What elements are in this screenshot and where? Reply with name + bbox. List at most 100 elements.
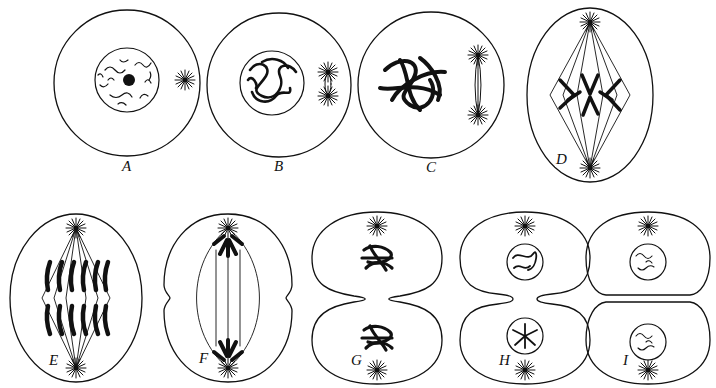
metaphase-cell-part: [606, 80, 620, 110]
anaphase-cell-part: [71, 306, 74, 334]
metaphase-cell-part: [590, 22, 617, 168]
late-anaphase-cell-part: [164, 214, 292, 382]
anaphase-cell-part: [42, 228, 76, 368]
anaphase-cell-part: [83, 262, 86, 290]
prophase-cell-part: [207, 13, 351, 157]
resting-cell-part: [100, 84, 108, 87]
anaphase-cell-part: [76, 228, 98, 368]
metaphase-cell-part: [550, 22, 590, 168]
resting-cell-part: [118, 103, 126, 105]
late-prophase-cell-part: [358, 12, 504, 158]
resting-cell-part: [105, 67, 125, 73]
anaphase-cell-part: [59, 306, 62, 334]
metaphase-cell-part: [527, 8, 653, 182]
anaphase-cell-part: [42, 228, 110, 368]
aster: [318, 62, 338, 82]
telophase-cell-part: [362, 336, 392, 339]
telophase-cell-part: [525, 336, 535, 345]
aster: [580, 12, 600, 32]
metaphase-cell-part: [550, 22, 630, 168]
resting-cell-part: [98, 60, 151, 105]
resting-cell-part: [98, 74, 103, 77]
resting-cell-part: [149, 72, 151, 80]
aster: [218, 218, 238, 238]
metaphase-cell-part: [560, 75, 620, 115]
resting-cell-part: [135, 63, 151, 68]
aster: [515, 360, 535, 380]
resting-cell-part: [108, 78, 114, 80]
daughter-cells-part: [586, 302, 710, 384]
figure-letter: I: [622, 352, 629, 368]
telophase-cell-part: [524, 324, 526, 336]
anaphase-cell-part: [105, 306, 108, 334]
anaphase-cell-part: [76, 228, 110, 368]
anaphase-cell-part: [59, 262, 62, 290]
late-anaphase-cell-part: [220, 240, 227, 254]
late-anaphase-cell-part: [228, 228, 260, 368]
late-anaphase-cell-part: [220, 342, 227, 356]
telophase-cell-part: [460, 212, 590, 384]
figure-letter: C: [425, 159, 437, 175]
aster: [318, 86, 338, 106]
anaphase-cell-part: [47, 306, 50, 334]
metaphase-cell-part: [600, 92, 612, 100]
anaphase-cell-part: [66, 228, 76, 368]
anaphase-cell-part: [54, 228, 76, 368]
figure-letter: G: [350, 352, 363, 368]
late-prophase-cell-part: [400, 60, 420, 110]
telophase-cell-part: [513, 252, 536, 270]
anaphase-cell-part: [105, 262, 108, 290]
metaphase-cell-part: [560, 80, 574, 108]
late-anaphase-cell: [164, 214, 292, 382]
late-anaphase-cell-part: [232, 236, 242, 244]
resting-cell-part: [95, 48, 159, 112]
prophase-cell-part: [248, 78, 256, 88]
aster: [367, 360, 387, 380]
late-anaphase-cell-part: [197, 228, 229, 368]
daughter-cells: [586, 212, 710, 384]
telophase-cell-part: [507, 244, 543, 280]
late-prophase-cell-part: [380, 87, 440, 95]
telophase-cell-part: [513, 330, 525, 336]
late-prophase-cell-part: [420, 58, 440, 100]
figure-letter: E: [48, 352, 59, 368]
anaphase-cell-part: [83, 306, 86, 334]
metaphase-cell-part: [582, 75, 598, 94]
prophase-cell-part: [248, 59, 296, 101]
aster: [175, 70, 195, 90]
metaphase-cell-part: [590, 22, 630, 168]
resting-cell-part: [110, 93, 132, 98]
figure-letter: H: [498, 352, 511, 368]
metaphase-cell-part: [583, 97, 598, 115]
figure-letter: D: [555, 151, 568, 167]
telophase-cell-part: [515, 336, 525, 345]
anaphase-cell-part: [95, 306, 98, 334]
resting-cell-part: [140, 94, 148, 98]
prophase-cell-part: [262, 59, 288, 68]
figure-letter: B: [273, 158, 284, 174]
daughter-cells-part: [630, 324, 666, 360]
anaphase-cell: [10, 214, 142, 382]
resting-cell-part: [123, 74, 135, 86]
anaphase-cell-part: [71, 262, 74, 290]
anaphase-cell-part: [47, 262, 108, 334]
telophase-cell-part: [513, 252, 537, 348]
late-anaphase-cell-part: [232, 352, 242, 360]
telophase-cell-part: [514, 266, 530, 268]
prophase-cell: [207, 13, 351, 157]
metaphase-cell-part: [590, 22, 603, 168]
daughter-cells-part: [636, 254, 654, 351]
daughter-cells-part: [646, 261, 652, 263]
late-prophase-cell: [358, 12, 504, 158]
daughter-cells-part: [586, 212, 710, 295]
aster: [638, 216, 658, 236]
telophase-cell-part: [524, 336, 526, 348]
late-anaphase-cell-part: [214, 236, 224, 244]
figure-letter: F: [198, 350, 209, 366]
telophase-cell: [460, 212, 590, 384]
late-anaphase-cell-part: [228, 256, 229, 340]
late-anaphase-cell-part: [226, 340, 230, 355]
aster: [580, 158, 600, 178]
metaphase-cell-part: [577, 22, 590, 168]
